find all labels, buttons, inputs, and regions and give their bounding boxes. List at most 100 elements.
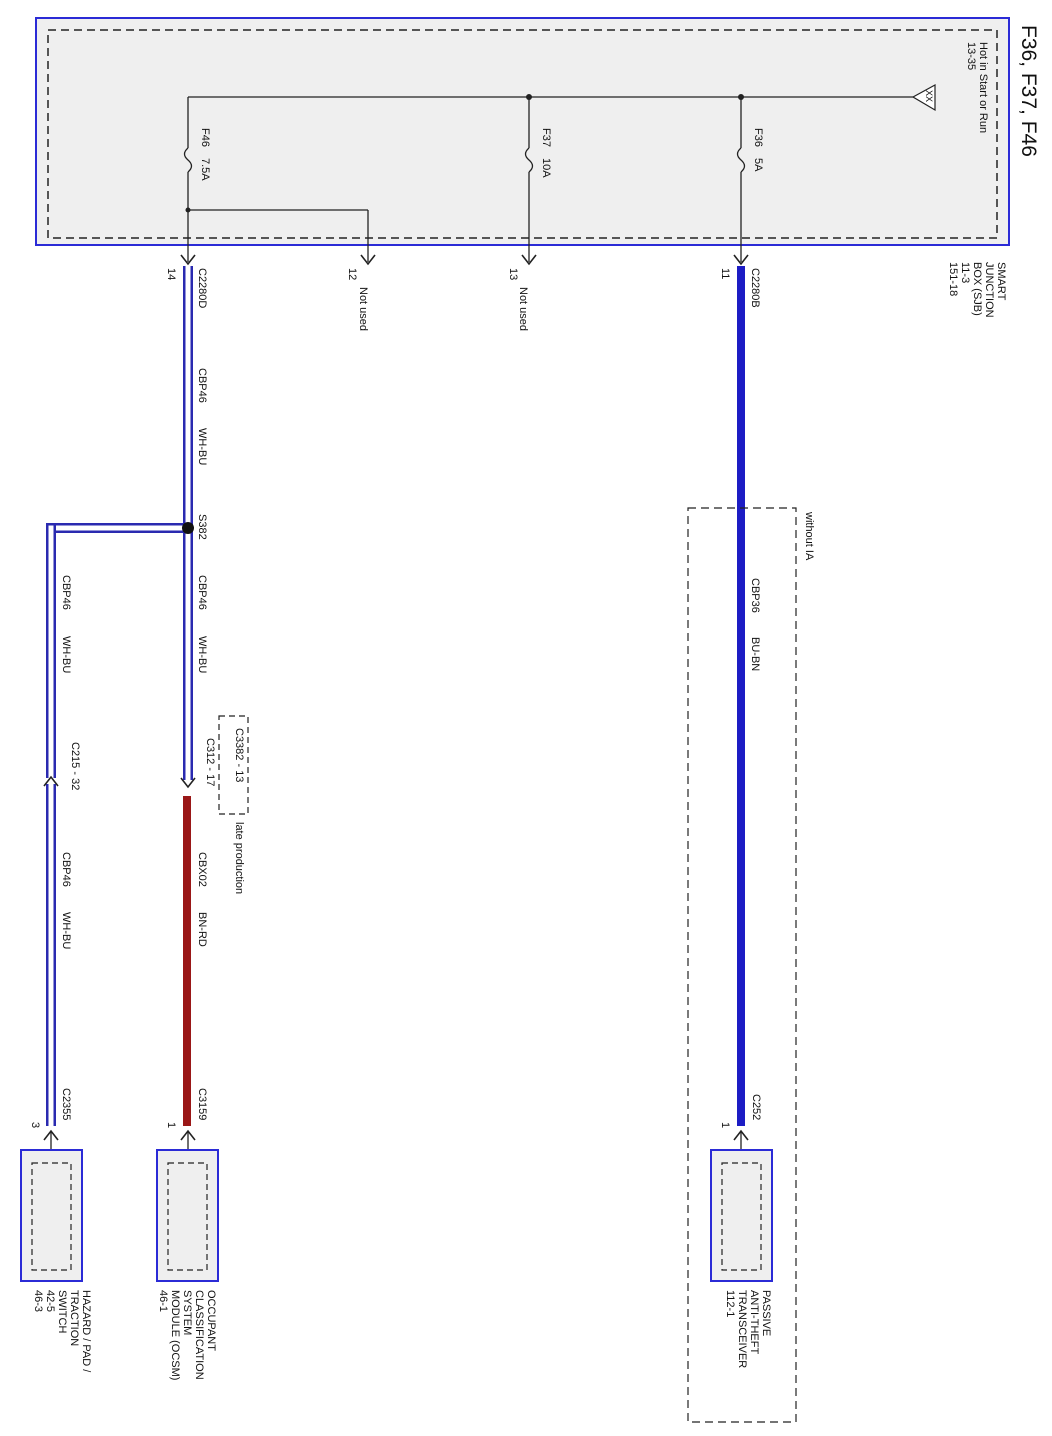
power-symbol: XX (924, 90, 934, 102)
inline-connector-c312: C312 - 17 C3382 - 13 late production (180, 715, 249, 894)
svg-text:42-5: 42-5 (44, 1290, 56, 1312)
svg-text:CBP46: CBP46 (196, 368, 208, 403)
late-production-box (218, 715, 249, 815)
svg-text:13-35: 13-35 (965, 42, 977, 70)
svg-text:SYSTEM: SYSTEM (181, 1290, 193, 1335)
wire-label-cbp46-left-upper: CBP46 WH-BU (60, 575, 72, 673)
connector-c252-label: C252 1 (719, 1094, 762, 1128)
svg-text:14: 14 (165, 268, 177, 280)
svg-text:C3159: C3159 (196, 1088, 208, 1120)
hazard-switch-label: HAZARD / PAD / TRACTION SWITCH 42-5 46-3 (32, 1290, 92, 1373)
connector-c2355-label: C2355 3 (29, 1088, 72, 1128)
svg-text:13: 13 (507, 268, 519, 280)
power-label: Hot in Start or Run 13-35 (965, 42, 989, 133)
svg-text:TRACTION: TRACTION (68, 1290, 80, 1346)
svg-text:CBX02: CBX02 (196, 852, 208, 887)
svg-text:WH-BU: WH-BU (196, 636, 208, 673)
fuse-f37: F37 10A (540, 128, 552, 178)
hot-in-start-or-run-source: XX Hot in Start or Run 13-35 (911, 42, 989, 133)
svg-text:3: 3 (29, 1122, 41, 1128)
svg-text:Not used: Not used (517, 287, 529, 331)
svg-text:ANTI-THEFT: ANTI-THEFT (748, 1290, 760, 1354)
svg-text:5A: 5A (752, 158, 764, 172)
svg-text:10A: 10A (540, 158, 552, 178)
sjb-connector-arrows (180, 254, 749, 266)
wire-cbp36 (737, 266, 745, 1126)
page-title: F36, F37, F46 (1017, 25, 1040, 157)
svg-text:SWITCH: SWITCH (56, 1290, 68, 1333)
svg-text:CBP36: CBP36 (749, 578, 761, 613)
svg-text:without IA: without IA (803, 511, 815, 561)
occupant-classification-system-module (156, 1149, 219, 1282)
ocsm-label: OCCUPANT CLASSIFICATION SYSTEM MODULE (O… (157, 1290, 217, 1380)
svg-text:Not used: Not used (357, 287, 369, 331)
component-wire-stubs (50, 1131, 742, 1163)
fuse-f46: F46 7.5A (199, 128, 211, 181)
svg-text:Hot in Start or Run: Hot in Start or Run (977, 42, 989, 133)
svg-text:1: 1 (165, 1122, 177, 1128)
svg-text:WH-BU: WH-BU (60, 912, 72, 949)
f46-branch-junction (185, 207, 191, 213)
wire-label-cbx02: CBX02 BN-RD (196, 852, 208, 947)
wire-label-cbp46-mid: CBP46 WH-BU (196, 575, 208, 673)
sjb-pin-c2280b-11: C2280B 11 (719, 268, 761, 308)
svg-text:46-3: 46-3 (32, 1290, 44, 1312)
svg-text:C3382 - 13: C3382 - 13 (233, 728, 245, 782)
svg-text:C312 - 17: C312 - 17 (204, 738, 216, 786)
fuse-branch-lines (183, 97, 746, 262)
connector-c3159-label: C3159 1 (165, 1088, 208, 1128)
passive-anti-theft-transceiver-label: PASSIVE ANTI-THEFT TRANSCEIVER 112-1 (724, 1290, 772, 1368)
splice-s382 (182, 522, 194, 534)
wire-label-cbp36: CBP36 BU-BN (749, 578, 761, 671)
wire-cbp46-c215-to-c2355 (46, 784, 56, 1126)
wire-label-cbp46-upper: CBP46 WH-BU (196, 368, 208, 465)
svg-text:PASSIVE: PASSIVE (760, 1290, 772, 1336)
svg-text:F36: F36 (752, 128, 764, 147)
svg-text:7.5A: 7.5A (199, 158, 211, 181)
svg-text:C215 - 32: C215 - 32 (69, 742, 81, 790)
svg-text:11: 11 (719, 268, 731, 279)
svg-text:BOX (SJB): BOX (SJB) (971, 262, 983, 316)
sjb-label: SMART JUNCTION BOX (SJB) 11-3 151-18 (947, 262, 1007, 318)
svg-text:WH-BU: WH-BU (196, 428, 208, 465)
svg-text:OCCUPANT: OCCUPANT (205, 1290, 217, 1351)
svg-text:F46: F46 (199, 128, 211, 147)
svg-text:CBP46: CBP46 (196, 575, 208, 610)
wire-label-cbp46-left-lower: CBP46 WH-BU (60, 852, 72, 949)
svg-text:12: 12 (346, 268, 358, 280)
svg-text:CLASSIFICATION: CLASSIFICATION (193, 1290, 205, 1380)
wire-cbp46-splice-to-c312 (183, 528, 193, 780)
wire-cbp46-splice-to-c215 (46, 523, 188, 778)
svg-text:HAZARD / PAD /: HAZARD / PAD / (80, 1290, 92, 1373)
hazard-pad-traction-switch (20, 1149, 83, 1282)
svg-text:112-1: 112-1 (724, 1290, 736, 1317)
wire-cbp46-sjb-to-splice (183, 266, 193, 528)
svg-text:46-1: 46-1 (157, 1290, 169, 1312)
svg-text:C2280B: C2280B (749, 268, 761, 308)
fuse-f36: F36 5A (752, 128, 764, 172)
inline-connector-c215: C215 - 32 (43, 742, 81, 790)
sjb-pin-13-not-used: 13 Not used (507, 268, 529, 331)
sjb-pin-c2280d-14: C2280D 14 (165, 268, 208, 308)
svg-text:late production: late production (233, 822, 245, 894)
smart-junction-box (35, 17, 1010, 246)
svg-text:151-18: 151-18 (947, 262, 959, 296)
splice-label: S382 (196, 514, 208, 540)
component-connector-arrows (43, 1129, 749, 1141)
svg-text:CBP46: CBP46 (60, 852, 72, 887)
svg-text:F37: F37 (540, 128, 552, 147)
svg-text:C2280D: C2280D (196, 268, 208, 308)
without-ia-option-box: without IA (687, 507, 815, 1423)
svg-text:BN-RD: BN-RD (196, 912, 208, 947)
svg-text:CBP46: CBP46 (60, 575, 72, 610)
svg-text:C252: C252 (750, 1094, 762, 1120)
svg-text:11-3: 11-3 (959, 262, 971, 283)
svg-text:JUNCTION: JUNCTION (983, 262, 995, 318)
wire-cbx02 (183, 796, 191, 1126)
passive-anti-theft-transceiver (710, 1149, 773, 1282)
svg-text:SMART: SMART (995, 262, 1007, 301)
svg-text:TRANSCEIVER: TRANSCEIVER (736, 1290, 748, 1368)
svg-text:C2355: C2355 (60, 1088, 72, 1120)
svg-text:1: 1 (719, 1122, 731, 1128)
